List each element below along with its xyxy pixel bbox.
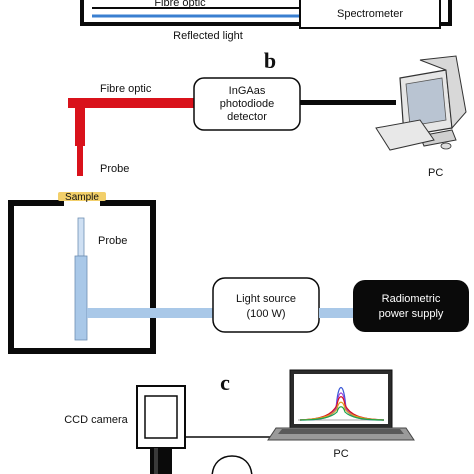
b-fibre-optic-label: Fibre optic bbox=[100, 83, 152, 95]
bottom-partial-object bbox=[211, 455, 253, 474]
red-probe-vertical bbox=[75, 108, 85, 146]
pc-b-monitor-back bbox=[419, 55, 467, 130]
detector-pc-cable bbox=[300, 100, 396, 105]
panel-b-letter: b bbox=[264, 48, 276, 73]
b-probe-inner-label: Probe bbox=[98, 235, 127, 247]
sample-label: Sample bbox=[65, 192, 99, 203]
sample bbox=[58, 192, 106, 201]
inner-probe-body bbox=[74, 255, 88, 341]
laptop-illustration bbox=[267, 369, 415, 441]
ccd-camera-lens bbox=[150, 448, 172, 474]
light-source-line1: Light source bbox=[236, 293, 296, 305]
b-pc-label: PC bbox=[428, 167, 443, 179]
power-supply-box bbox=[353, 280, 469, 332]
pc-illustration-b bbox=[375, 55, 467, 151]
chamber-top-right bbox=[100, 200, 156, 206]
red-fibre-horizontal bbox=[68, 98, 194, 108]
spectrometer-box bbox=[299, 0, 441, 29]
spectrum-curve-orange bbox=[299, 401, 385, 421]
chamber-bottom bbox=[8, 348, 156, 354]
detector-line2: photodiode bbox=[220, 98, 274, 110]
blue-fibre-horizontal bbox=[87, 308, 213, 318]
laptop-screen bbox=[294, 374, 388, 424]
pc-b-mouse bbox=[440, 142, 452, 150]
panel-c-letter: c bbox=[220, 370, 230, 395]
ccd-camera-label: CCD camera bbox=[64, 414, 128, 426]
spectrum-curve-red bbox=[299, 396, 385, 421]
top-fibre-optic-label: Fibre optic bbox=[154, 0, 206, 9]
b-probe-outer-label: Probe bbox=[100, 163, 129, 175]
ccd-lens-highlight bbox=[154, 448, 158, 474]
spectrum-curve-green bbox=[299, 406, 385, 421]
light-source-box bbox=[212, 277, 320, 333]
ccd-camera-inner bbox=[144, 395, 178, 439]
laptop-keyboard bbox=[278, 429, 404, 434]
power-line1: Radiometric bbox=[382, 293, 441, 305]
blue-link-to-power bbox=[319, 308, 353, 318]
panel-b: b Fibre optic Probe InGAas photodiode de… bbox=[8, 48, 469, 354]
inner-probe-tip bbox=[77, 217, 85, 257]
power-line2: power supply bbox=[379, 308, 444, 320]
chamber-left-wall bbox=[8, 200, 14, 354]
light-source-line2: (100 W) bbox=[246, 308, 285, 320]
chamber-right-wall bbox=[150, 200, 156, 354]
spectrometer-label: Spectrometer bbox=[337, 8, 403, 20]
red-probe-tip bbox=[77, 146, 83, 176]
pc-b-keyboard bbox=[375, 119, 435, 151]
panel-c: c CCD camera PC bbox=[64, 369, 415, 474]
top-outer-frame bbox=[80, 0, 452, 26]
pc-b-screen bbox=[405, 77, 447, 127]
detector-line3: detector bbox=[227, 111, 267, 123]
top-panel: Spectrometer Fibre optic Reflected light bbox=[80, 0, 452, 42]
reflected-light-label: Reflected light bbox=[173, 30, 243, 42]
c-pc-label: PC bbox=[333, 448, 348, 460]
detector-line1: InGAas bbox=[229, 85, 266, 97]
chamber-top-left bbox=[8, 200, 64, 206]
